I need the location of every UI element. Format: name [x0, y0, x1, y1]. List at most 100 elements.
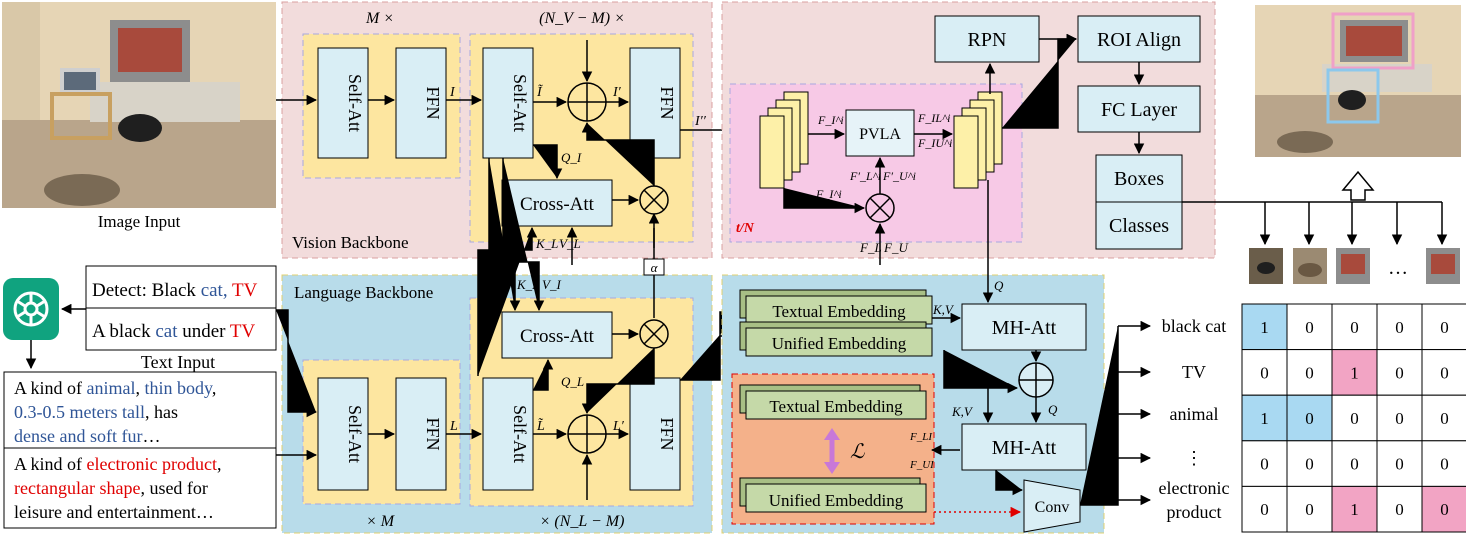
matrix-cell — [1421, 394, 1466, 442]
unified-embedding-2-label: Unified Embedding — [769, 491, 904, 510]
vision-cross-att-label: Cross-Att — [520, 194, 595, 215]
loss-symbol: ℒ — [850, 441, 865, 463]
crop-ellipsis: … — [1388, 257, 1408, 279]
prompt-line-1: Detect: Black cat, TV — [92, 280, 258, 301]
text-input-label: Text Input — [141, 352, 215, 372]
classes-box — [1095, 201, 1183, 250]
language-self-att-1-label: Self-Att — [345, 405, 365, 463]
conv-box — [1023, 479, 1081, 533]
var-F-I: F_I^i — [817, 113, 844, 127]
matrix-cell — [1421, 349, 1466, 396]
up-hollow-arrow — [1341, 170, 1375, 201]
language-cross-att-label: Cross-Att — [520, 326, 595, 347]
crop-thumbnails — [1249, 248, 1460, 284]
match-label: ⋮ — [1185, 448, 1203, 468]
var-F-UI: F_UI — [909, 459, 935, 471]
var-F-I-2: F_I^i — [815, 187, 842, 201]
matrix-value: 0 — [1440, 500, 1449, 519]
matrix-value: 0 — [1395, 318, 1404, 337]
matrix-cell — [1286, 303, 1333, 351]
matrix-value: 0 — [1350, 455, 1359, 474]
input-photo — [2, 2, 276, 208]
pvla-box — [845, 109, 915, 157]
matrix-cell — [1376, 349, 1423, 396]
var-F-L: F_L — [859, 240, 882, 255]
matrix-value: 0 — [1440, 318, 1449, 337]
description-line: A kind of animal, thin body, — [14, 378, 216, 398]
language-ffn-2 — [629, 377, 681, 491]
description-line: 0.3-0.5 meters tall, has — [14, 402, 178, 422]
matrix-cell — [1421, 440, 1466, 487]
var-Q-L: Q_L — [561, 374, 584, 389]
match-label: TV — [1182, 362, 1206, 382]
vision-self-att-1-label: Self-Att — [345, 74, 365, 132]
description-line: A kind of electronic product, — [14, 454, 221, 474]
description-line: dense and soft fur… — [14, 426, 160, 446]
vision-self-att-2-label: Self-Att — [510, 74, 530, 132]
textual-embedding-1-label: Textual Embedding — [772, 302, 906, 321]
matrix-value: 0 — [1260, 500, 1269, 519]
matrix-cell — [1376, 485, 1423, 533]
classes-label: Classes — [1109, 215, 1169, 237]
roi-align-box — [1077, 15, 1201, 63]
matrix-value: 0 — [1350, 318, 1359, 337]
rpn-label: RPN — [968, 29, 1007, 51]
textual-embedding-1: Textual Embedding — [739, 289, 933, 325]
unified-embedding-2: Unified Embedding — [739, 477, 927, 513]
roi-align-label: ROI Align — [1097, 29, 1181, 51]
var-L-dprime: L′′ — [692, 366, 708, 381]
var-KV-1: K,V — [932, 302, 955, 317]
matrix-value: 1 — [1350, 500, 1359, 519]
vision-ffn-1-label: FFN — [423, 86, 443, 119]
matrix-value: 1 — [1350, 363, 1359, 382]
var-L: L — [449, 419, 458, 434]
var-F-U-prime: F′_U^i — [882, 169, 916, 183]
matrix-value: 0 — [1440, 455, 1449, 474]
matrix-value: 0 — [1395, 363, 1404, 382]
prompt-line-2: A black cat under TV — [92, 321, 256, 342]
matrix-value: 0 — [1395, 409, 1404, 428]
matrix-value: 0 — [1305, 363, 1314, 382]
matrix-value: 1 — [1260, 409, 1269, 428]
alpha-box — [643, 258, 665, 276]
fc-layer-label: FC Layer — [1101, 99, 1177, 121]
language-ffn-1-label: FFN — [423, 417, 443, 450]
unified-embedding-1: Unified Embedding — [739, 321, 933, 357]
matrix-cell — [1241, 485, 1288, 533]
var-Q-I: Q_I — [561, 150, 582, 165]
unified-embedding-1-label: Unified Embedding — [772, 334, 907, 353]
match-label: animal — [1170, 404, 1219, 424]
matrix-cell — [1286, 485, 1333, 533]
mh-att-1-label: MH-Att — [992, 317, 1057, 339]
matrix-value: 0 — [1305, 318, 1314, 337]
var-alpha: α — [651, 260, 659, 275]
var-I-dprime: I′′ — [694, 114, 707, 129]
var-F-LI: F_LI — [909, 431, 933, 443]
output-photo — [1255, 5, 1461, 157]
matrix-cell — [1421, 485, 1466, 533]
description-box — [3, 371, 277, 529]
var-Q-2: Q — [1048, 402, 1058, 417]
language-cross-att — [501, 311, 613, 359]
matrix-value: 0 — [1305, 455, 1314, 474]
feature-stack-right — [953, 91, 1003, 189]
image-input-label: Image Input — [98, 212, 181, 231]
matrix-cell — [1286, 440, 1333, 487]
description-line: leisure and entertainment… — [14, 502, 214, 522]
conv-label: Conv — [1035, 499, 1070, 516]
vision-ffn-2-label: FFN — [657, 86, 677, 119]
matrix-cell — [1376, 394, 1423, 442]
var-F-IU: F_IU^i — [917, 136, 952, 150]
language-repeat-nl: × (N_L − M) — [540, 513, 625, 530]
language-self-att-1 — [317, 377, 369, 491]
matrix-value: 1 — [1260, 318, 1269, 337]
matrix-value: 0 — [1395, 455, 1404, 474]
matrix-value: 0 — [1440, 409, 1449, 428]
var-I: I — [449, 85, 456, 100]
var-I-prime: I′ — [612, 85, 622, 100]
feature-stack-left — [759, 91, 809, 189]
